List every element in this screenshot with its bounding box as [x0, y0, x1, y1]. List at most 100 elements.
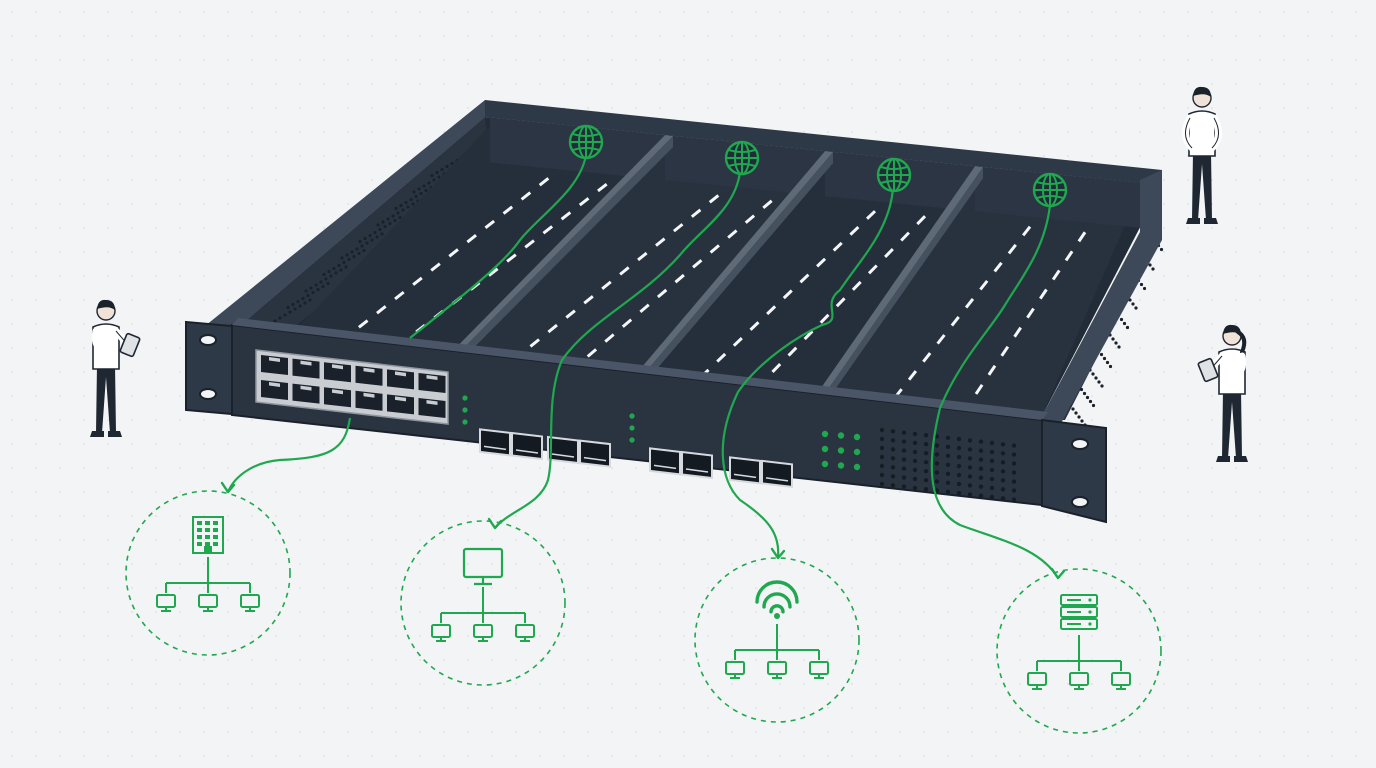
status-led [462, 419, 468, 425]
rj45-port-block [255, 349, 449, 425]
perforation-hole [327, 269, 331, 274]
rj45-port [261, 355, 288, 375]
vent-hole [967, 474, 973, 479]
vent-hole [879, 427, 885, 433]
sfp-port [579, 439, 611, 468]
network-boundary [125, 490, 291, 656]
perforation-hole [291, 302, 295, 307]
rj45-port-latch [426, 375, 438, 380]
perforation-hole [401, 208, 405, 212]
perforation-hole [345, 253, 349, 257]
perforation-hole [350, 250, 354, 254]
vent-hole [912, 440, 918, 446]
link-arrowhead [1050, 567, 1066, 580]
lane-bays [290, 117, 1140, 420]
vent-hole [934, 479, 940, 484]
server-led [1088, 610, 1092, 614]
building-icon [192, 516, 224, 554]
vent-hole [956, 436, 962, 442]
perforation-hole [1119, 317, 1124, 322]
vent-hole [912, 449, 918, 455]
status-led [853, 463, 861, 471]
link-arrowhead [220, 481, 236, 494]
perforation-hole [388, 221, 392, 226]
perforation-hole [337, 263, 341, 268]
building-window [197, 521, 202, 525]
perforation-hole [326, 281, 330, 286]
vent-hole [923, 460, 929, 465]
person-shoe [1186, 218, 1200, 224]
vent-hole [890, 474, 896, 479]
perforation-hole [430, 173, 434, 178]
perforation-hole [1088, 399, 1093, 404]
rj45-port [418, 373, 446, 393]
rj45-port-latch [269, 382, 280, 387]
rj45-port [292, 383, 320, 404]
vent-hole [1011, 479, 1017, 484]
vent-hole [879, 472, 885, 478]
perforation-hole [283, 313, 287, 317]
globe-parallels [1036, 181, 1064, 199]
building-window [205, 535, 210, 539]
person-shoe [1204, 218, 1218, 224]
status-led [629, 437, 635, 443]
building-window [205, 542, 210, 546]
perforation-hole [278, 316, 282, 320]
perforation-hole [399, 203, 403, 208]
status-leds [462, 395, 861, 471]
lane-marking [577, 199, 773, 366]
vent-hole [901, 457, 907, 462]
chassis-front-lip [232, 318, 1048, 420]
perforation-hole [373, 230, 377, 235]
wifi-arc [755, 580, 799, 604]
person-shoe [90, 431, 104, 437]
person-arm-outline [1185, 117, 1219, 149]
wifi-icon [755, 580, 799, 619]
network-boundary [996, 568, 1162, 734]
vent-hole [879, 463, 885, 469]
vent-hole [879, 445, 885, 451]
wifi-arc [769, 604, 785, 614]
lane-divider [455, 135, 673, 349]
vent-hole [956, 445, 962, 451]
perforation-hole [1080, 419, 1084, 423]
lane-divider [820, 166, 983, 390]
perforation-hole [339, 268, 343, 272]
perforation-hole [314, 283, 318, 287]
vent-hole [978, 448, 984, 453]
monitor-icon [462, 547, 504, 586]
status-led [853, 448, 861, 456]
vent-hole [1000, 442, 1006, 447]
vent-hole [1000, 469, 1006, 474]
perforation-hole [437, 175, 441, 179]
chassis-inner-left-wall [235, 117, 490, 330]
vent-hole [923, 451, 929, 456]
person [1182, 86, 1222, 224]
perforation-hole [386, 217, 390, 221]
perforation-hole [424, 188, 428, 193]
perforation-hole [394, 206, 398, 211]
rj45-port [355, 365, 383, 386]
perforation-hole [370, 238, 374, 242]
vent-hole [912, 431, 918, 437]
vent-hole [879, 481, 885, 487]
perforation-hole [1142, 286, 1147, 291]
sfp-port-rail [583, 456, 607, 462]
globe-parallels [572, 133, 600, 151]
vent-hole [1011, 488, 1017, 493]
person-arm [1222, 352, 1247, 382]
lane-bay-floor [820, 174, 1140, 420]
perforation-hole [378, 227, 382, 232]
vent-hole [945, 444, 951, 449]
perforation-hole [360, 244, 364, 248]
perforation-hole [293, 307, 297, 311]
vent-hole [923, 469, 929, 474]
perforation-hole [311, 290, 315, 295]
right-ear-hole-top [1071, 438, 1089, 450]
link-line [494, 171, 742, 529]
rj45-port-latch [300, 360, 312, 366]
perforation-hole [450, 161, 454, 166]
sfp-port-rail [653, 464, 677, 470]
perforation-hole [347, 257, 351, 262]
perforation-hole [319, 280, 323, 284]
